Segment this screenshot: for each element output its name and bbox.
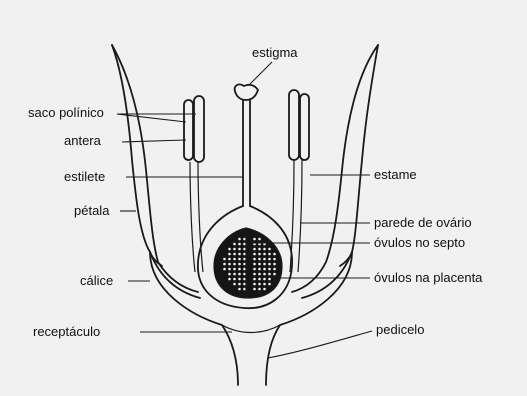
ovule-dot (263, 273, 266, 276)
ovule-dot (273, 268, 276, 271)
ovule-dot (268, 248, 271, 251)
label-estilete: estilete (64, 169, 105, 184)
ovule-dot (253, 268, 256, 271)
ovule-dot (263, 248, 266, 251)
ovule-dot (268, 268, 271, 271)
ovule-dot (253, 253, 256, 256)
ovule-dot (233, 253, 236, 256)
ovule-dot (258, 248, 261, 251)
ovule-dot (263, 288, 266, 291)
ovule-dot (233, 278, 236, 281)
ovule-dot (228, 258, 231, 261)
ovule-dot (263, 258, 266, 261)
ovule-dot (238, 273, 241, 276)
label-parede-ovario: parede de ovário (374, 215, 472, 230)
ovule-dot (228, 248, 231, 251)
ovule-dot (258, 273, 261, 276)
ovule-dot (223, 263, 226, 266)
ovule-dot (258, 268, 261, 271)
label-receptaculo: receptáculo (33, 324, 100, 339)
ovule-dot (238, 238, 241, 241)
ovule-dot (253, 283, 256, 286)
pistil (235, 84, 258, 206)
label-pedicelo: pedicelo (376, 322, 424, 337)
ovule-dot (268, 263, 271, 266)
ovule-dot (268, 283, 271, 286)
ovule-dot (263, 268, 266, 271)
ovule-dot (258, 253, 261, 256)
ovule-dot (233, 273, 236, 276)
ovule-dot (263, 278, 266, 281)
ovule-dot (268, 258, 271, 261)
label-calice: cálice (80, 273, 113, 288)
petal-left (112, 45, 198, 292)
ovule-dot (253, 248, 256, 251)
ovule-dot (273, 273, 276, 276)
ovule-dot (253, 238, 256, 241)
label-ovulos-placenta: óvulos na placenta (374, 270, 483, 285)
ovule-dot (258, 258, 261, 261)
label-estame: estame (374, 167, 417, 182)
ovule-dot (238, 283, 241, 286)
ovule-dot (253, 273, 256, 276)
ovule-dot (238, 243, 241, 246)
ovule-dot (223, 258, 226, 261)
ovule-dot (258, 278, 261, 281)
ovule-dot (268, 273, 271, 276)
ovule-dot (228, 263, 231, 266)
ovule-dot (238, 248, 241, 251)
ovary (198, 206, 292, 308)
ovule-dot (228, 273, 231, 276)
ovule-dot (233, 248, 236, 251)
ovule-dot (233, 263, 236, 266)
label-saco-polinico: saco polínico (28, 105, 104, 120)
ovule-dot (238, 258, 241, 261)
ovule-dot (238, 278, 241, 281)
ovule-dot (253, 258, 256, 261)
ovule-dot (263, 263, 266, 266)
ovule-dot (273, 258, 276, 261)
leader-lines (117, 62, 372, 358)
label-antera: antera (64, 133, 102, 148)
ovule-dot (233, 268, 236, 271)
ovule-dot (238, 253, 241, 256)
ovule-dot (238, 288, 241, 291)
label-ovulos-septo: óvulos no septo (374, 235, 465, 250)
ovule-dot (233, 283, 236, 286)
ovule-dot (258, 288, 261, 291)
ovule-dot (223, 268, 226, 271)
ovule-dot (228, 253, 231, 256)
ovule-dot (258, 238, 261, 241)
ovule-dot (253, 278, 256, 281)
petal-right (292, 45, 378, 292)
ovule-dot (273, 253, 276, 256)
ovule-dot (268, 278, 271, 281)
ovule-dot (253, 288, 256, 291)
ovule-dot (238, 268, 241, 271)
stamen-right (289, 90, 309, 272)
ovule-dot (258, 263, 261, 266)
ovule-dot (273, 263, 276, 266)
ovule-dot (268, 253, 271, 256)
label-estigma: estigma (252, 45, 298, 60)
ovule-dot (233, 258, 236, 261)
ovule-dot (238, 263, 241, 266)
label-petala: pétala (74, 203, 110, 218)
ovule-dot (253, 263, 256, 266)
ovule-dot (228, 268, 231, 271)
ovule-dot (233, 243, 236, 246)
ovule-dot (228, 278, 231, 281)
ovule-dot (258, 283, 261, 286)
ovule-dot (263, 253, 266, 256)
ovule-dot (263, 283, 266, 286)
